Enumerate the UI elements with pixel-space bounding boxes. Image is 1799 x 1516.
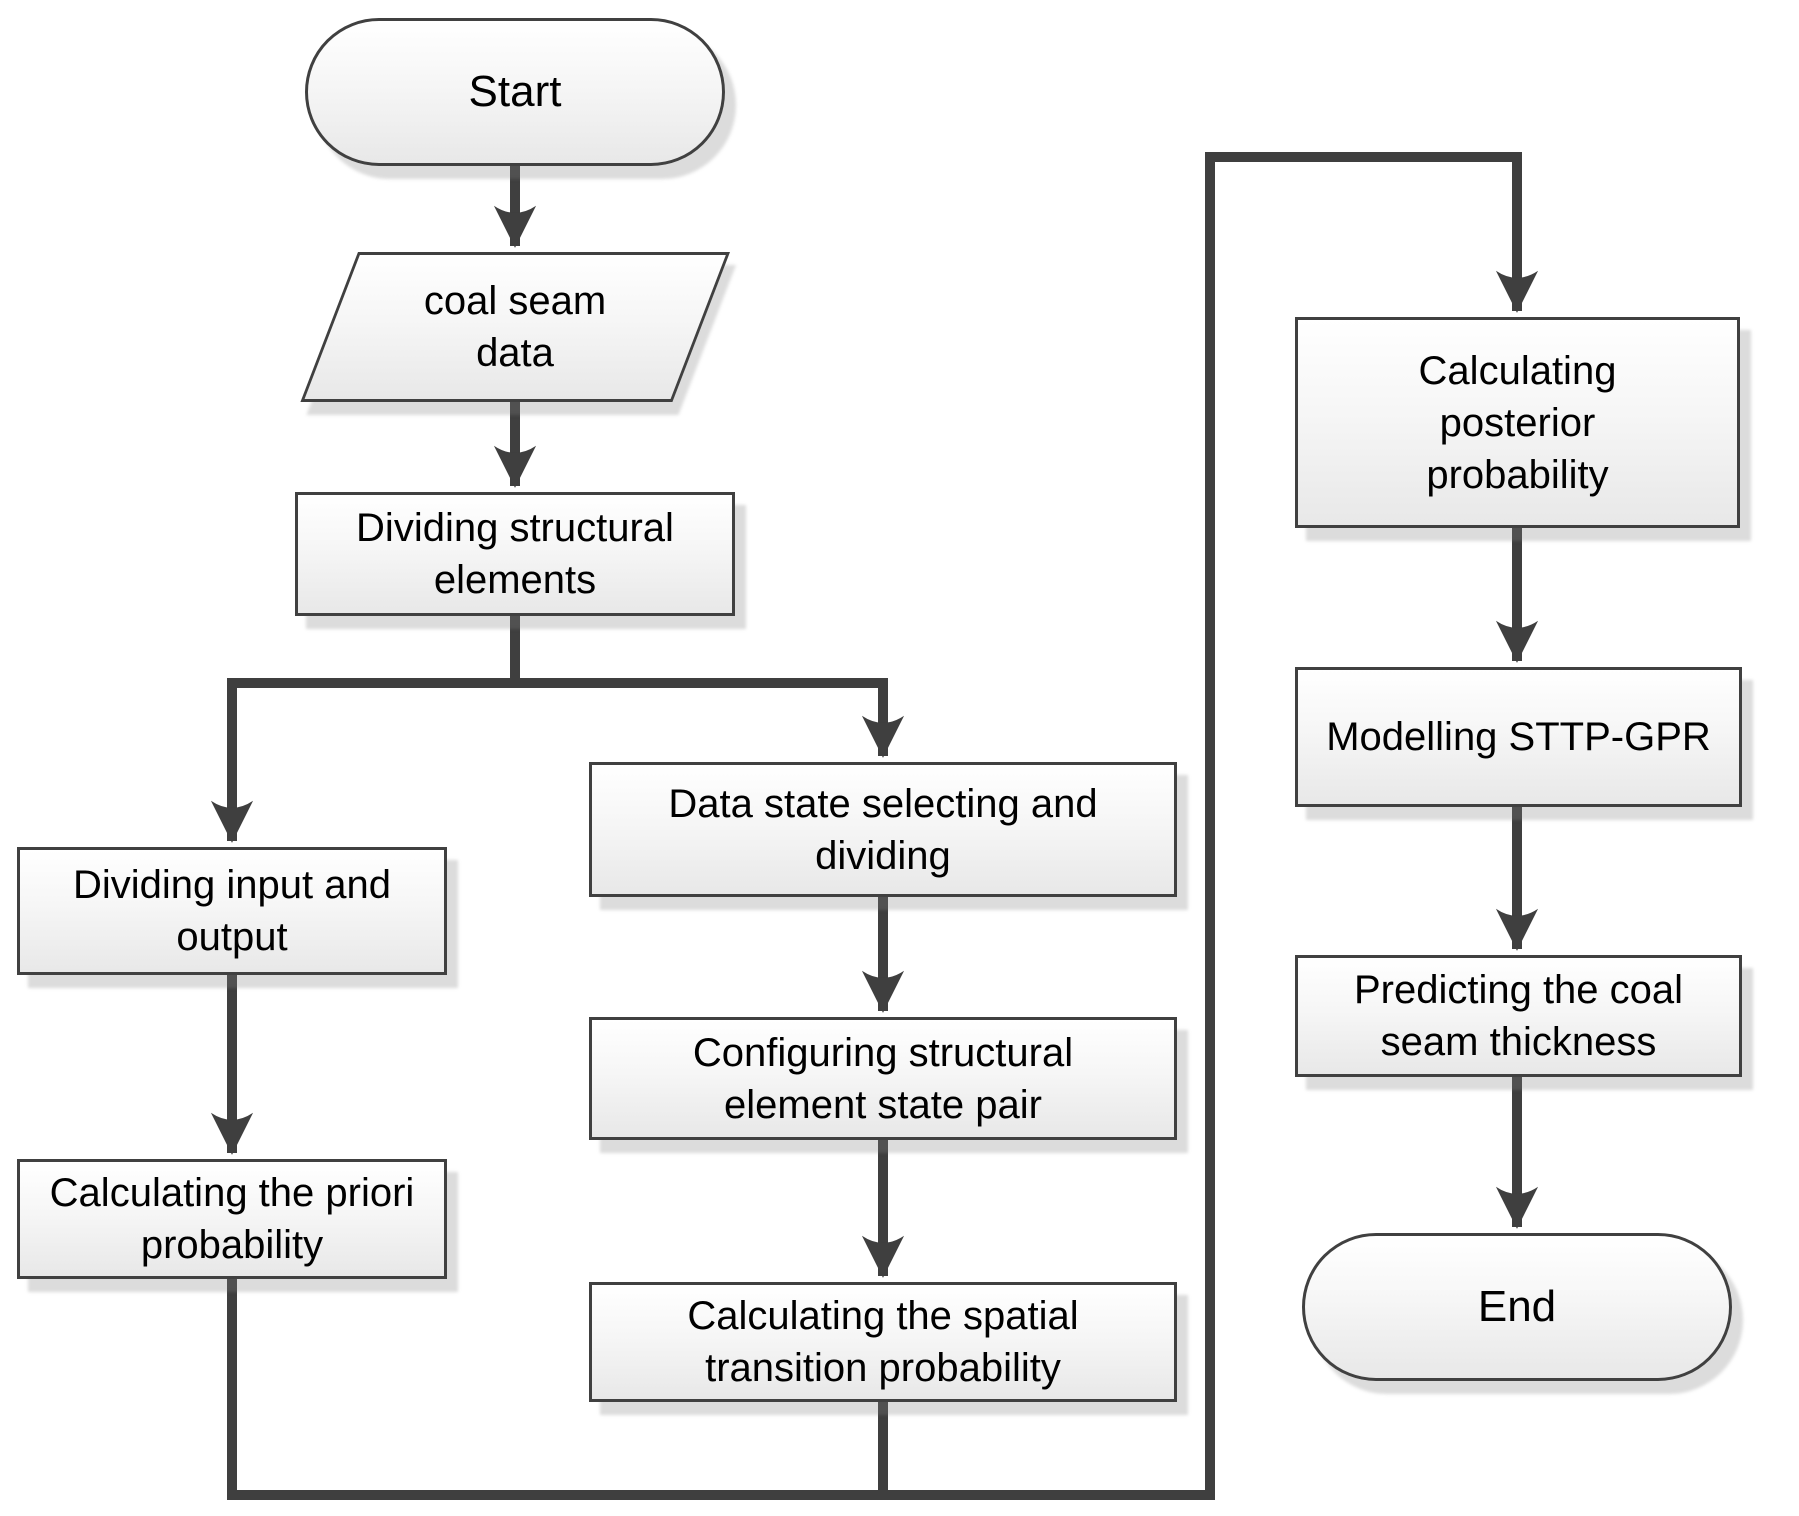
node-dividing-structural-elements: Dividing structural elements <box>295 492 735 616</box>
node-start: Start <box>305 18 725 166</box>
node-end: End <box>1302 1233 1732 1381</box>
node-calculating-posterior-probability: Calculating posterior probability <box>1295 317 1740 528</box>
node-predicting-coal-seam-thickness: Predicting the coal seam thickness <box>1295 955 1742 1077</box>
node-dividing-input-output: Dividing input and output <box>17 847 447 975</box>
edge-dividing-structural-to-data-state <box>510 616 905 758</box>
edge-priori-merge-to-posterior <box>227 152 1539 1500</box>
node-calculating-spatial-transition: Calculating the spatial transition proba… <box>589 1282 1177 1402</box>
node-calculating-priori-probability: Calculating the priori probability <box>17 1159 447 1279</box>
edge-dividing-structural-to-dividing-input-output <box>210 616 520 843</box>
node-data-state-selecting-dividing: Data state selecting and dividing <box>589 762 1177 897</box>
node-configuring-element-state-pair: Configuring structural element state pai… <box>589 1017 1177 1140</box>
node-modelling-sttp-gpr: Modelling STTP-GPR <box>1295 667 1742 807</box>
node-coal-seam-data: coal seam data <box>423 279 607 375</box>
